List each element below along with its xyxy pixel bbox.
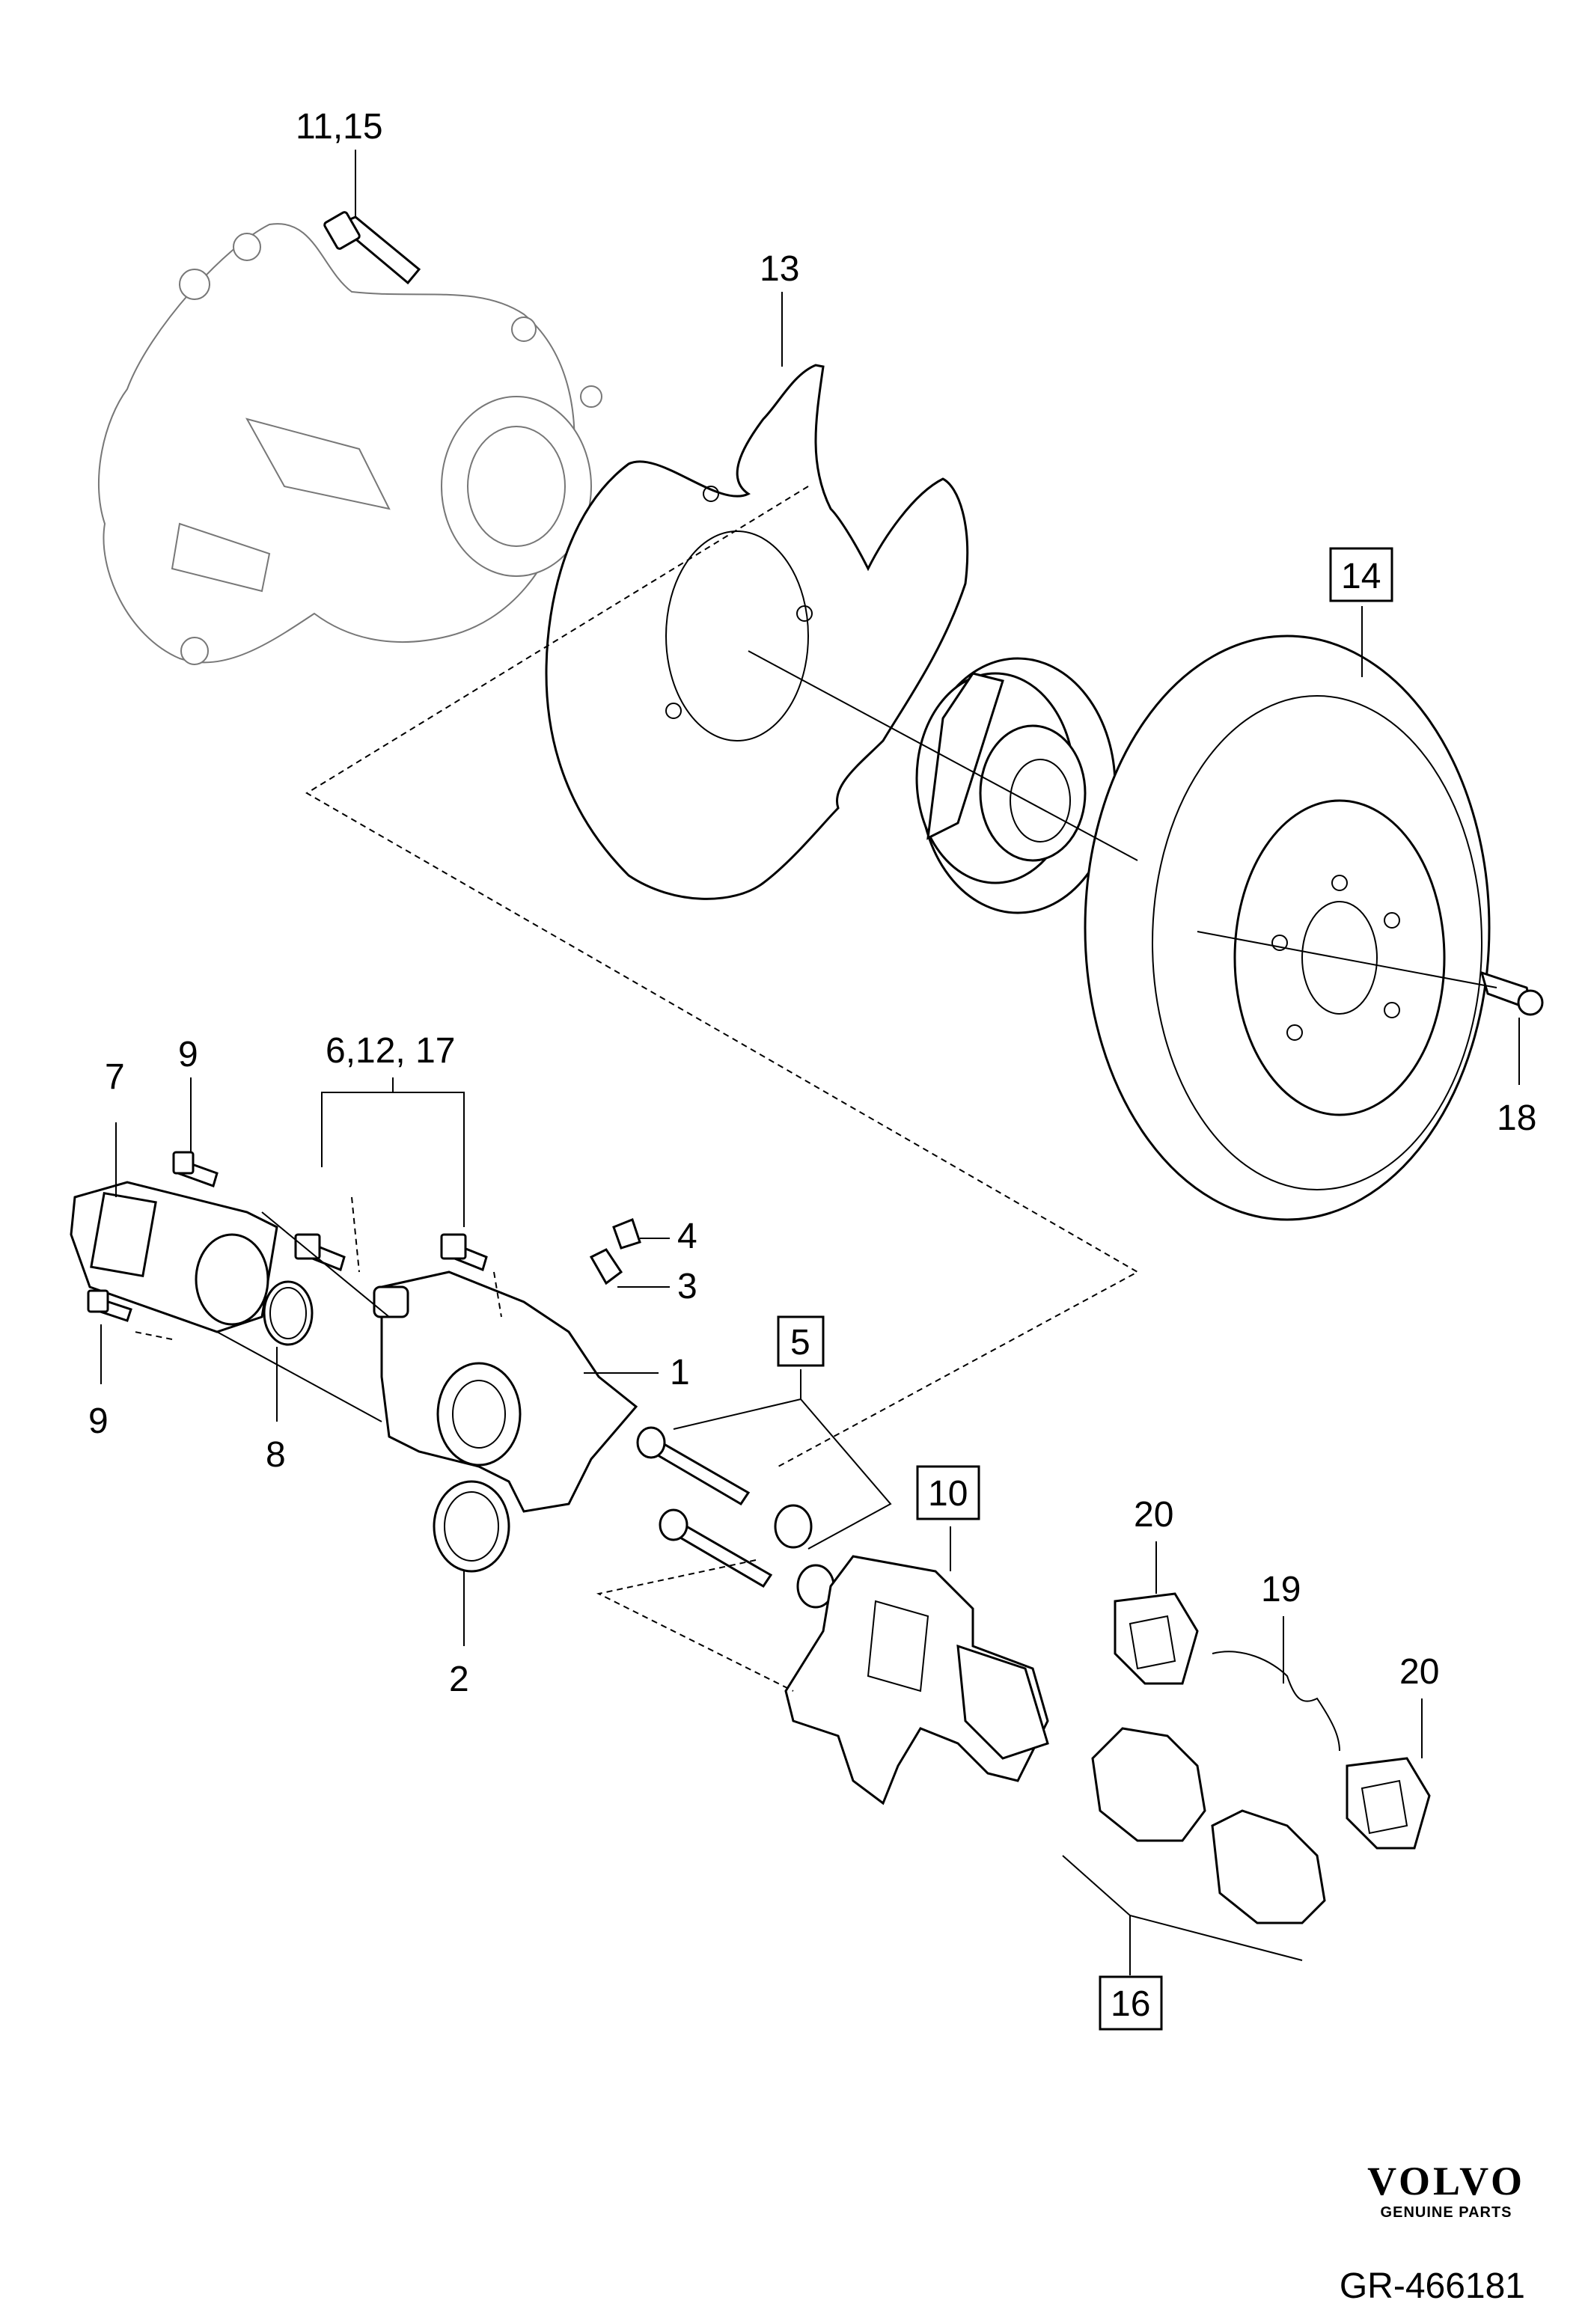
bushing-upper [774,1504,813,1549]
pad-clip-upper [1114,1592,1199,1685]
o-ring-8 [263,1280,314,1346]
label-8: 8 [266,1435,286,1475]
bolt-6-12-17-a [294,1233,346,1272]
brand-logo: VOLVO GENUINE PARTS [1367,2161,1525,2221]
bolt-9-top [172,1151,219,1187]
brake-disc-part [1084,634,1491,1221]
label-9-top: 9 [178,1035,198,1074]
piston-seal-2 [433,1480,510,1573]
label-14: 14 [1341,557,1381,596]
brake-pad-inner [1091,1727,1206,1842]
label-2: 2 [449,1660,469,1699]
label-19: 19 [1261,1570,1301,1609]
guide-pin-upper [636,1426,751,1506]
brand-name: VOLVO [1367,2159,1525,2204]
caliper-housing-part [373,1270,638,1513]
label-16: 16 [1111,1984,1150,2024]
label-5: 5 [790,1323,810,1363]
bolt-11-15 [323,211,421,285]
bolt-9-bottom [87,1289,132,1322]
label-10: 10 [928,1474,968,1514]
bolt-6-12-17-b [440,1233,488,1272]
parking-brake-motor-part [70,1181,278,1333]
label-20-lower: 20 [1399,1652,1439,1692]
label-11-15: 11,15 [296,107,383,147]
screw-18 [1479,970,1544,1016]
bleeder-screw-3 [589,1248,623,1285]
caliper-carrier-part [784,1555,1049,1805]
label-7: 7 [105,1057,125,1097]
label-20-upper: 20 [1134,1495,1173,1535]
label-1: 1 [670,1353,690,1392]
label-4: 4 [677,1217,697,1256]
pad-clip-lower [1346,1757,1431,1850]
splash-shield-part [545,364,969,900]
label-18: 18 [1497,1098,1536,1138]
diagram-code: GR-466181 [1339,2266,1525,2306]
brand-subtitle: GENUINE PARTS [1380,2204,1512,2221]
label-13: 13 [760,249,799,289]
guide-pin-lower [659,1508,773,1588]
hub-bearing-part [915,657,1117,914]
label-9-bottom: 9 [88,1401,109,1441]
label-3: 3 [677,1267,697,1306]
knuckle-part [97,223,602,665]
dust-cap-4 [612,1218,641,1250]
label-6-12-17: 6,12, 17 [326,1031,455,1071]
brake-pad-outer [1211,1809,1326,1924]
wear-spring-19 [1212,1651,1340,1752]
